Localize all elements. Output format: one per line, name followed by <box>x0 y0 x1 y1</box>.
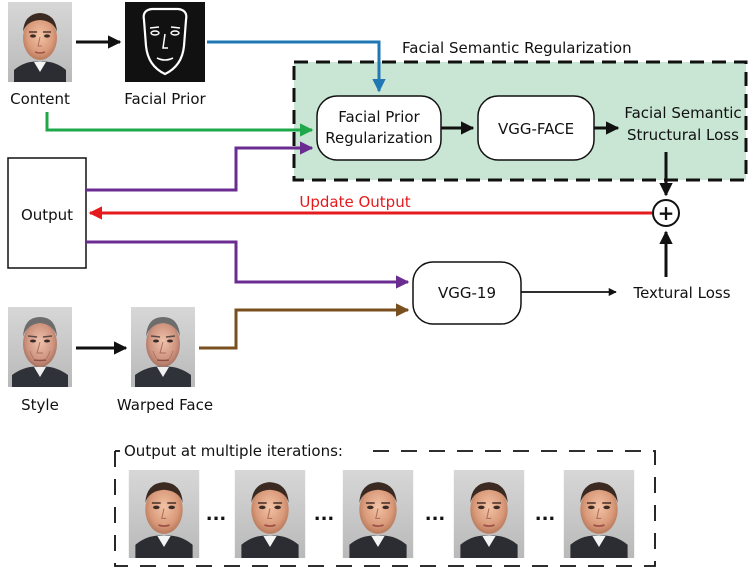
output-block <box>7 157 87 269</box>
output-to-vgg19-arrow <box>86 240 410 289</box>
content-label: Content <box>10 90 70 108</box>
output-label: Output <box>21 206 73 224</box>
facial-prior-label: Facial Prior <box>124 90 206 108</box>
warped-face-image <box>131 307 195 387</box>
iteration-image-4 <box>453 470 525 558</box>
facial-prior-regularization-line2: Regularization <box>325 129 433 147</box>
style-image <box>8 307 72 387</box>
facial-prior-image <box>125 2 205 82</box>
iteration-image-3 <box>342 470 414 558</box>
vgg-19-label: VGG-19 <box>438 284 496 302</box>
vgg-face-label: VGG-FACE <box>498 120 574 138</box>
content-image <box>8 2 72 82</box>
facial-semantic-structural-loss-line2: Structural Loss <box>627 126 739 144</box>
iteration-ellipsis-3: ... <box>425 504 446 525</box>
sum-symbol: + <box>658 201 675 225</box>
iteration-ellipsis-1: ... <box>206 504 227 525</box>
iteration-image-5 <box>563 470 635 558</box>
output-to-regularization-arrow <box>86 141 314 192</box>
warped-face-label: Warped Face <box>117 396 213 414</box>
update-output-label: Update Output <box>299 193 410 211</box>
iteration-image-2 <box>234 470 306 558</box>
facial-prior-regularization-line1: Facial Prior <box>338 108 420 126</box>
content-to-regularization-arrow <box>45 112 314 137</box>
sum-node <box>652 199 680 227</box>
region-label: Facial Semantic Regularization <box>402 39 632 57</box>
iteration-ellipsis-2: ... <box>314 504 335 525</box>
iteration-image-1 <box>128 470 200 558</box>
iteration-ellipsis-4: ... <box>535 504 556 525</box>
facial-prior-regularization-block <box>316 95 442 161</box>
facial-semantic-structural-loss-line1: Facial Semantic <box>624 104 741 122</box>
textural-loss-label: Textural Loss <box>632 284 730 302</box>
iterations-label: Output at multiple iterations: <box>124 442 343 460</box>
style-label: Style <box>21 396 59 414</box>
prior-to-regularization-arrow <box>207 40 386 93</box>
iterations-frame <box>114 450 656 567</box>
vgg-19-block <box>412 261 522 325</box>
warped-to-vgg19-arrow <box>199 303 410 350</box>
